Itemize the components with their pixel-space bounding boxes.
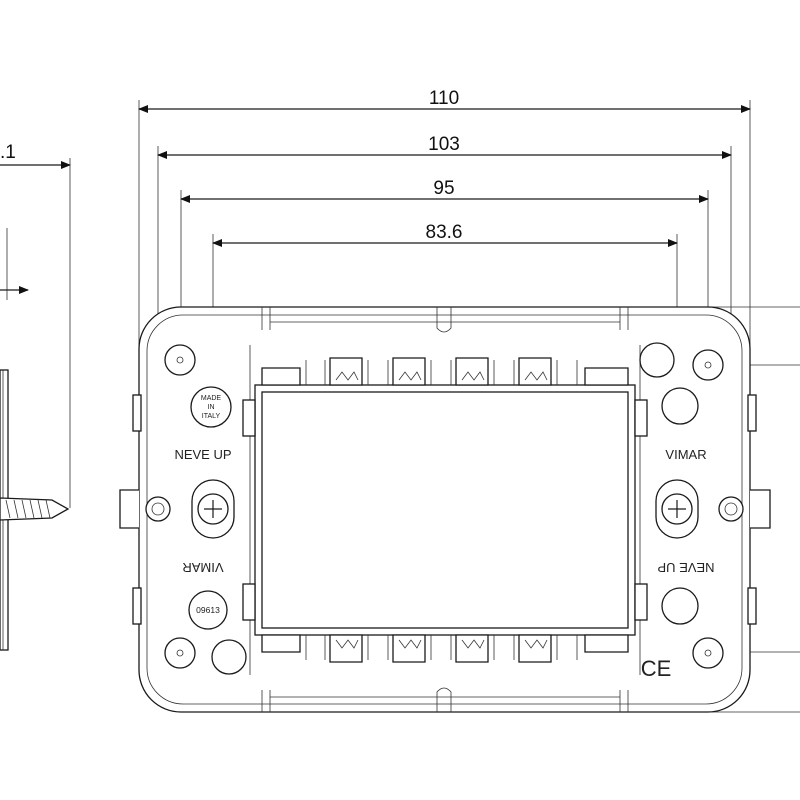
side-view: .1 bbox=[0, 142, 71, 651]
right-retainer-top bbox=[634, 399, 648, 437]
made-label: MADE bbox=[201, 395, 222, 402]
left-clip-bottom bbox=[132, 587, 142, 625]
top-notches bbox=[261, 307, 629, 333]
boss-bottom-right bbox=[661, 587, 699, 625]
right-clip-top bbox=[747, 394, 757, 432]
brand-right-top: VIMAR bbox=[665, 447, 706, 462]
bottom-module-clips bbox=[261, 634, 629, 663]
module-aperture bbox=[261, 391, 629, 629]
made-in-italy-badge: MADE IN ITALY bbox=[190, 386, 232, 428]
dimension-110-label: 110 bbox=[429, 88, 459, 109]
left-side-tab bbox=[119, 489, 139, 529]
dimension-103-label: 103 bbox=[428, 134, 460, 155]
mounting-frame: MADE IN ITALY 09613 NEVE UP VIMAR VIMAR … bbox=[119, 306, 771, 713]
right-side-tab bbox=[750, 489, 771, 529]
screw-hole-bottom-left bbox=[164, 637, 196, 669]
brand-left-bottom: VIMAR bbox=[182, 560, 223, 575]
mounting-screw-side bbox=[0, 497, 70, 521]
left-retainer-bottom bbox=[242, 583, 256, 621]
boss-top-right-a bbox=[639, 342, 675, 378]
right-clip-bottom bbox=[747, 587, 757, 625]
right-retainer-bottom bbox=[634, 583, 648, 621]
screw-hole-top-right bbox=[692, 349, 724, 381]
dimension-95-label: 95 bbox=[433, 178, 454, 199]
brand-right-bottom: NEVE UP bbox=[657, 560, 714, 575]
side-dimension-label: .1 bbox=[0, 142, 16, 163]
screw-hole-bottom-right bbox=[692, 637, 724, 669]
boss-bottom-left bbox=[211, 639, 247, 675]
left-retainer-top bbox=[242, 399, 256, 437]
left-clip-top bbox=[132, 394, 142, 432]
dimension-83-6-label: 83.6 bbox=[426, 222, 463, 243]
mounting-screw-right bbox=[655, 479, 699, 539]
left-side-hole bbox=[145, 496, 171, 522]
dimension-110: 110 bbox=[138, 88, 751, 360]
bottom-notches bbox=[261, 687, 629, 712]
mounting-screw-left bbox=[191, 479, 235, 539]
in-label: IN bbox=[208, 404, 215, 411]
ce-mark: CE bbox=[641, 656, 672, 681]
boss-top-right-b bbox=[661, 387, 699, 425]
part-code-badge: 09613 bbox=[188, 590, 228, 630]
italy-label: ITALY bbox=[202, 413, 221, 420]
right-side-hole bbox=[718, 496, 744, 522]
top-module-clips bbox=[261, 357, 629, 386]
inner-frame-lines bbox=[249, 321, 641, 698]
part-code-label: 09613 bbox=[196, 605, 220, 615]
screw-hole-top-left bbox=[164, 344, 196, 376]
brand-left-top: NEVE UP bbox=[174, 447, 231, 462]
